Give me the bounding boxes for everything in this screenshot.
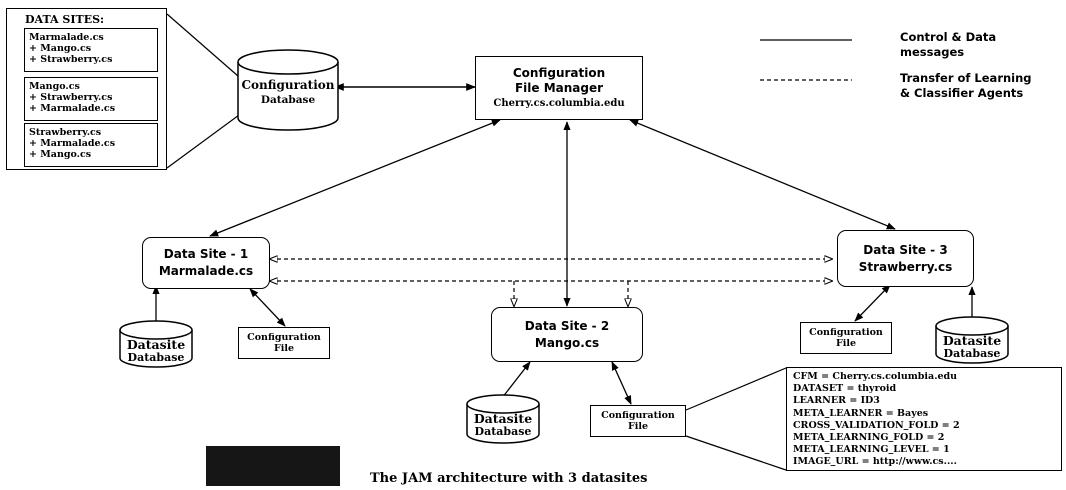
thumbnail-image — [206, 446, 340, 486]
site1-host: Marmalade.cs — [158, 264, 254, 278]
group-item: + Strawberry.cs — [29, 54, 113, 65]
param-cross-validation-fold: CROSS_VALIDATION_FOLD = 2 — [793, 419, 960, 431]
config-file-1-line2: File — [273, 343, 294, 354]
config-database-cylinder — [237, 49, 339, 131]
datasite-db2-label: Datasite Database — [467, 412, 539, 438]
group-item: + Marmalade.cs — [29, 138, 116, 149]
site2-title: Data Site - 2 — [524, 318, 610, 333]
config-file-2-line1: Configuration — [601, 410, 675, 421]
group-name: Marmalade.cs — [29, 32, 104, 43]
config-file-3-line2: File — [835, 338, 856, 349]
site2-host: Mango.cs — [534, 335, 600, 350]
cfm-site1-link — [209, 119, 501, 237]
data-site-1-box: Data Site - 1 Marmalade.cs — [142, 237, 270, 289]
db2-site2-link — [501, 361, 531, 399]
config-file-3-line1: Configuration — [809, 327, 883, 338]
figure-caption: The JAM architecture with 3 datasites — [370, 471, 648, 486]
datasite-db3-label: Datasite Database — [936, 334, 1008, 360]
site3-host: Strawberry.cs — [858, 259, 953, 274]
site3-config3-link — [854, 284, 891, 322]
config-file-1: Configuration File — [238, 327, 330, 359]
db3-line1: Datasite — [942, 333, 1002, 348]
param-learner: LEARNER = ID3 — [793, 395, 880, 407]
legend-solid-line1: Control & Data — [900, 30, 997, 44]
cfm-box: Configuration File Manager Cherry.cs.col… — [475, 56, 643, 120]
param-meta-learner: META_LEARNER = Bayes — [793, 407, 929, 419]
config-file-2: Configuration File — [590, 405, 686, 437]
param-image-url: IMAGE_URL = http://www.cs.... — [793, 456, 957, 468]
site3-title: Data Site - 3 — [863, 242, 948, 257]
db1-line2: Database — [127, 351, 185, 364]
config-file-1-line1: Configuration — [247, 332, 321, 343]
group-item: + Mango.cs — [29, 43, 92, 54]
cfm-line1: Configuration — [512, 66, 606, 80]
site-group-mango: Mango.cs + Strawberry.cs + Marmalade.cs — [24, 77, 158, 121]
group-item: + Strawberry.cs — [29, 92, 113, 103]
legend-solid-text: Control & Data messages — [900, 30, 996, 60]
legend-dashed-line2: & Classifier Agents — [900, 86, 1024, 100]
cfm-site3-link — [629, 119, 896, 230]
site-group-strawberry: Strawberry.cs + Marmalade.cs + Mango.cs — [24, 123, 158, 167]
site-group-marmalade: Marmalade.cs + Mango.cs + Strawberry.cs — [24, 28, 158, 72]
data-site-2-box: Data Site - 2 Mango.cs — [491, 307, 643, 362]
datasite-db1-label: Datasite Database — [120, 338, 192, 364]
legend-dashed-line1: Transfer of Learning — [900, 71, 1032, 85]
db3-line2: Database — [943, 347, 1001, 360]
legend-solid-line2: messages — [900, 45, 965, 59]
datasite-db2-cylinder — [466, 394, 540, 444]
legend-dashed-text: Transfer of Learning & Classifier Agents — [900, 71, 1032, 101]
group-item: + Marmalade.cs — [29, 103, 116, 114]
config-database-label: Configuration Database — [238, 78, 338, 108]
data-site-3-box: Data Site - 3 Strawberry.cs — [837, 230, 974, 287]
params-wedge-lower — [685, 435, 787, 471]
site2-config2-link — [611, 361, 632, 405]
param-cfm: CFM = Cherry.cs.columbia.edu — [793, 371, 958, 382]
config-file-3: Configuration File — [800, 322, 892, 354]
group-name: Mango.cs — [29, 81, 80, 92]
param-meta-learning-fold: META_LEARNING_FOLD = 2 — [793, 432, 945, 444]
site1-title: Data Site - 1 — [163, 247, 249, 261]
db2-line1: Datasite — [473, 411, 533, 426]
param-dataset: DATASET = thyroid — [793, 383, 897, 395]
site1-config1-link — [249, 288, 286, 327]
param-meta-learning-level: META_LEARNING_LEVEL = 1 — [793, 444, 950, 456]
config-file-2-line2: File — [627, 421, 648, 432]
params-wedge-upper — [685, 367, 787, 411]
db1-line1: Datasite — [126, 337, 186, 352]
config-params-box: CFM = Cherry.cs.columbia.edu DATASET = t… — [786, 367, 1062, 471]
cfm-line2: File Manager — [514, 81, 604, 95]
db2-line2: Database — [474, 425, 532, 438]
config-database-line2: Database — [260, 94, 316, 106]
group-name: Strawberry.cs — [29, 127, 102, 138]
config-database-line1: Configuration — [241, 78, 335, 92]
data-sites-panel: DATA SITES: Marmalade.cs + Mango.cs + St… — [6, 8, 167, 170]
group-item: + Mango.cs — [29, 149, 92, 160]
datasite-db1-cylinder — [119, 320, 193, 368]
datasite-db3-cylinder — [935, 316, 1009, 364]
cfm-host: Cherry.cs.columbia.edu — [493, 98, 625, 109]
data-sites-title: DATA SITES: — [25, 13, 105, 26]
